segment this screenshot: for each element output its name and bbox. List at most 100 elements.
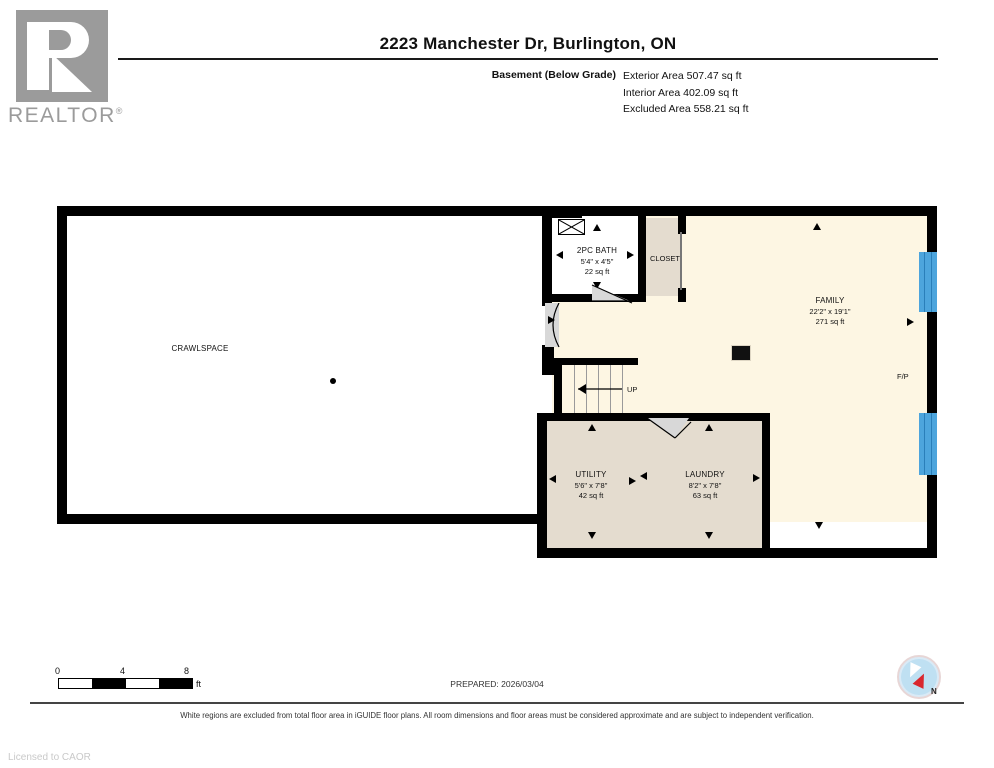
fireplace-label: F/P [897,372,909,381]
bath-area: 22 sq ft [584,267,610,276]
window-lower [919,413,937,475]
crawlspace-wall-bottom [57,514,542,524]
utility-wall-top [537,413,770,421]
utility-dim-arrow-right [629,477,636,485]
footer-divider [30,702,964,704]
utility-dim-arrow-left [549,475,556,483]
laundry-door-icon [646,417,692,439]
room-label-bath: 2PC BATH 5'4" x 4'5" 22 sq ft [562,246,632,278]
realtor-r-stem [27,22,49,90]
room-label-utility: UTILITY 5'6" x 7'8" 42 sq ft [558,470,624,502]
family-dim-arrow-up [813,223,821,230]
stairs-up-label: UP [627,385,638,394]
utility-wall-right [762,413,770,558]
level-label: Basement (Below Grade) [491,69,616,81]
page-title: 2223 Manchester Dr, Burlington, ON [379,34,677,53]
utility-dim-arrow-up [588,424,596,431]
utility-laundry-fill [547,421,770,548]
main-wall-bottom [537,548,937,558]
family-dimensions: 22'2" x 19'1" [809,306,851,316]
laundry-dimensions: 8'2" x 7'8" [688,480,722,490]
crawlspace-access-point [330,378,336,384]
exterior-area: Exterior Area 507.47 sq ft [623,70,742,82]
family-hall-fill [548,300,638,360]
bath-name: 2PC BATH [576,246,618,255]
family-dim-arrow-down [815,522,823,529]
crawlspace-wall-left [57,206,67,524]
family-dim-arrow-right [907,318,914,326]
laundry-area: 63 sq ft [692,491,718,500]
laundry-dim-arrow-right [753,474,760,482]
laundry-dim-arrow-down [705,532,713,539]
fireplace-symbol [731,345,751,361]
realtor-wordmark-text: REALTOR [8,104,116,127]
compass-north-label: N [931,687,937,696]
realtor-wordmark: REALTOR® [8,104,124,128]
prepared-date: PREPARED: 2026/03/04 [450,679,544,689]
closet-wall-bottom-right [678,288,686,302]
closet-fill [646,218,682,296]
compass-rose: N [897,655,941,699]
lower-wall-left [537,413,547,558]
stairs-wall-top [554,358,638,365]
room-label-family: FAMILY 22'2" x 19'1" 271 sq ft [790,296,870,328]
scale-tick-4: 4 [120,666,126,676]
closet-door-line [680,232,682,290]
crawlspace-wall-top [57,206,542,216]
realtor-r-bowl-inner [49,30,71,50]
utility-name: UTILITY [575,470,607,479]
compass-inner-ring [901,659,937,695]
crawlspace-name: CRAWLSPACE [171,344,229,353]
title-divider [118,58,938,60]
family-area: 271 sq ft [815,317,845,326]
stairs-wall-left [554,358,562,416]
upper-wall-left [542,206,552,306]
room-label-crawlspace: CRAWLSPACE [150,344,250,355]
bath-dim-arrow-left [556,251,563,259]
scale-unit: ft [196,679,202,689]
family-entry-arrow [548,316,555,324]
scale-bar [58,678,193,689]
area-summary: Basement (Below Grade) Exterior Area 507… [118,66,938,126]
bath-dimensions: 5'4" x 4'5" [580,256,614,266]
main-wall-top [542,206,937,216]
bath-dim-arrow-up [593,224,601,231]
bath-wall-seg [552,216,582,218]
realtor-logo: REALTOR® [8,10,122,135]
scale-tick-8: 8 [184,666,190,676]
excluded-area: Excluded Area 558.21 sq ft [623,103,749,115]
area-list: Exterior Area 507.47 sq ft Interior Area… [623,68,749,118]
closet-name: CLOSET [650,254,681,263]
closet-wall-top-right [678,216,686,234]
scale-seg-1 [59,679,93,688]
family-entry-door-icon [545,303,560,348]
upper-wall-left-lower [542,345,554,375]
room-label-laundry: LAUNDRY 8'2" x 7'8" 63 sq ft [672,470,738,502]
scale-seg-2 [92,679,126,688]
scale-seg-4 [158,679,192,688]
laundry-dim-arrow-up [705,424,713,431]
disclaimer-text: White regions are excluded from total fl… [180,711,814,720]
utility-area: 42 sq ft [578,491,604,500]
family-name: FAMILY [815,296,845,305]
crawlspace-fill [67,216,542,514]
stair-tread-1 [574,365,575,413]
stairs-direction-arrow [578,384,622,394]
utility-dimensions: 5'6" x 7'8" [574,480,608,490]
window-upper [919,252,937,312]
stair-tread-5 [622,365,623,413]
bath-fixture-icon [558,219,585,235]
laundry-name: LAUNDRY [685,470,725,479]
utility-dim-arrow-down [588,532,596,539]
bath-dim-arrow-right [627,251,634,259]
scale-tick-0: 0 [55,666,61,676]
laundry-dim-arrow-left [640,472,647,480]
bath-dim-arrow-down [593,282,601,289]
scale-seg-3 [125,679,159,688]
bath-wall-right [638,216,646,298]
license-text: Licensed to CAOR [8,752,91,763]
main-wall-right [927,206,937,558]
bath-door-icon [591,284,633,304]
